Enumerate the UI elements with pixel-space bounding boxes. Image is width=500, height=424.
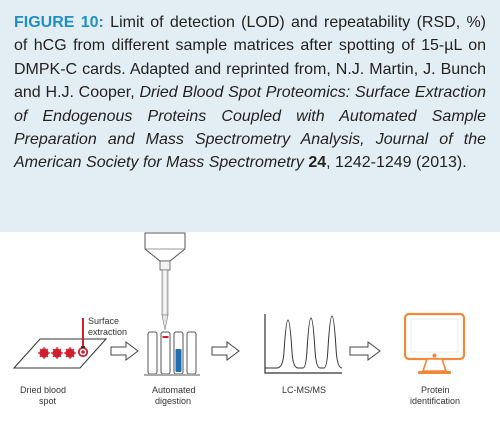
caption-text-part1: Limit of detection (LOD) and repeatabili…: [14, 14, 486, 102]
caption-italic-title: Dried Blood Spot Proteomics: Surface Ext…: [14, 84, 487, 172]
workflow-diagram: Surface extraction Dried blood spot Auto…: [0, 232, 500, 419]
protein-identification-label-1: Protein: [421, 385, 450, 395]
figure-label: FIGURE 10:: [14, 14, 104, 31]
spot-spikes-icon: [38, 347, 76, 359]
arrow-right-icon-3: [349, 341, 381, 361]
chromatogram-icon: [264, 314, 343, 374]
caption-text-part2: , 1242-1249 (2013).: [326, 154, 467, 172]
surface-extraction-label-1: Surface: [88, 316, 119, 326]
caption-volume: 24: [308, 154, 327, 172]
arrow-right-icon-2: [211, 341, 240, 361]
protein-identification-label-2: identification: [410, 396, 460, 406]
dried-blood-spot-label-1: Dried blood: [20, 385, 66, 395]
monitor-icon: [403, 312, 466, 374]
liquid-handler-icon: [144, 232, 186, 331]
dried-blood-spot-card: [12, 318, 108, 369]
sample-tubes-icon: [144, 331, 200, 376]
dried-blood-spot-label-2: spot: [39, 396, 57, 406]
automated-digestion-label-2: digestion: [155, 396, 191, 406]
automated-digestion-label-1: Automated: [152, 385, 196, 395]
surface-extraction-label-2: extraction: [88, 327, 127, 337]
figure-caption: FIGURE 10: Limit of detection (LOD) and …: [0, 0, 500, 232]
arrow-right-icon-1: [110, 341, 139, 361]
lcms-label: LC-MS/MS: [282, 385, 326, 395]
